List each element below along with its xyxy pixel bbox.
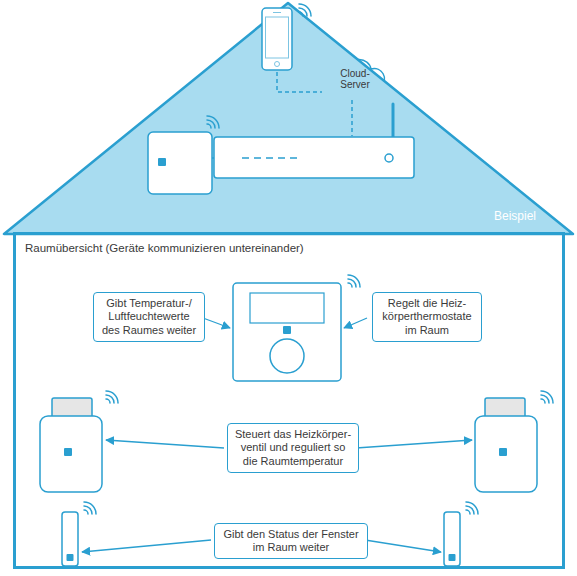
radio-wave [348,275,360,287]
radiator-thermostat [40,398,102,492]
callout-arrow [82,318,472,552]
room-heading: Raumübersicht (Geräte kommunizieren unte… [25,242,304,254]
radio-wave [84,506,92,514]
roof-shape [0,0,577,236]
radio-wave [84,510,88,514]
radio-wave [84,502,96,514]
callout-box: Gibt den Status der Fenster im Raum weit… [214,523,368,560]
radio-wave [106,399,110,403]
radio-wave [541,399,545,403]
radio-wave [106,395,114,403]
callout-box: Gibt Temperatur-/ Luftfeuchtewerte des R… [93,292,205,342]
access-point [148,132,212,194]
cloud-label: Cloud- Server [334,68,376,91]
radio-wave [106,391,118,403]
radio-wave [348,279,356,287]
callout-text: Gibt den Status der Fenster im Raum weit… [221,528,361,555]
wall-thermostat [233,283,341,381]
roof-panel: Cloud- ServerBeispiel [0,0,577,236]
radio-wave [541,395,549,403]
cloud-server: Cloud- Server [318,52,390,102]
callout-box: Regelt die Heiz- körperthermostate im Ra… [372,292,482,342]
callout-text: Regelt die Heiz- körperthermostate im Ra… [379,297,475,337]
radio-wave [541,391,553,403]
room-panel: Gibt Temperatur-/ Luftfeuchtewerte des R… [13,232,565,569]
radio-wave [466,506,474,514]
example-label: Beispiel [494,209,536,223]
callout-box: Steuert das Heizkörper- ventil und regul… [227,423,359,473]
radio-wave [348,283,352,287]
radiator-thermostat [475,398,537,492]
callout-text: Steuert das Heizkörper- ventil und regul… [234,428,352,468]
radio-wave [466,510,470,514]
callout-text: Gibt Temperatur-/ Luftfeuchtewerte des R… [100,297,198,337]
window-sensor [444,512,460,566]
smartphone [262,8,292,70]
window-sensor [62,512,78,566]
radio-wave [466,502,478,514]
